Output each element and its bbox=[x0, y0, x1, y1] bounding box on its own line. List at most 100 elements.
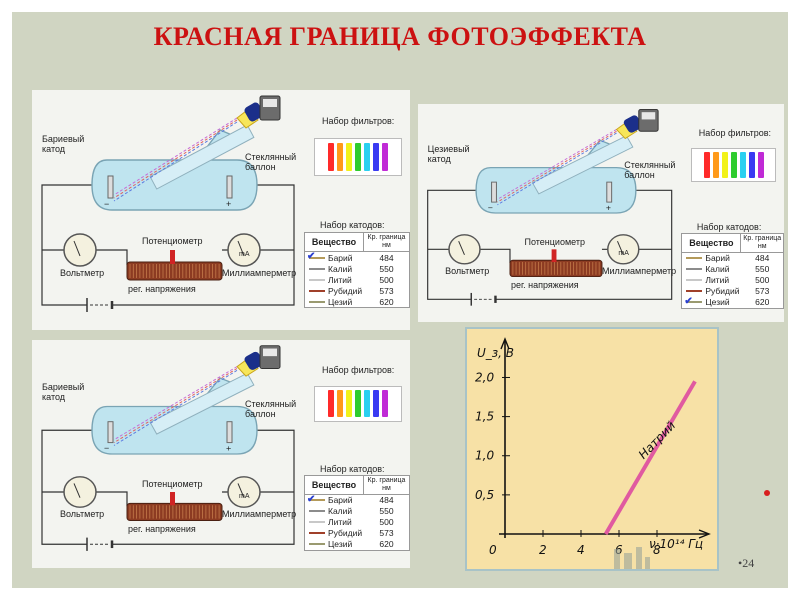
wire-left bbox=[427, 189, 486, 300]
cathode-wavelength: 500 bbox=[755, 275, 770, 286]
cathode-swatch bbox=[686, 257, 703, 260]
filter-swatch[interactable] bbox=[703, 152, 710, 178]
cathode-swatch bbox=[686, 268, 703, 271]
apparatus-drawing: −+ bbox=[41, 95, 295, 312]
filter-swatch[interactable] bbox=[355, 390, 361, 417]
filter-swatch[interactable] bbox=[337, 143, 343, 171]
cathode-label: Цезиевый катод bbox=[427, 143, 470, 164]
red-dot bbox=[764, 490, 770, 496]
filter-swatch[interactable] bbox=[328, 143, 334, 171]
potentiometer-coil bbox=[126, 502, 223, 521]
cathode-swatch bbox=[309, 510, 325, 513]
potentiometer-slider bbox=[170, 250, 175, 264]
filter-swatch[interactable] bbox=[757, 152, 764, 178]
filter-set bbox=[691, 147, 777, 183]
filter-swatch[interactable] bbox=[382, 143, 388, 171]
filter-swatch[interactable] bbox=[364, 143, 370, 171]
filter-swatch[interactable] bbox=[712, 152, 719, 178]
cathode-plate bbox=[491, 181, 497, 203]
cathode-name: Барий bbox=[328, 495, 353, 506]
milliammeter-dial bbox=[227, 233, 261, 267]
cathode-swatch bbox=[309, 256, 325, 259]
filter-swatch[interactable] bbox=[364, 390, 370, 417]
filter-swatch[interactable] bbox=[373, 390, 379, 417]
cathode-wavelength: 550 bbox=[379, 506, 394, 517]
filter-swatch[interactable] bbox=[328, 390, 334, 417]
filter-swatch[interactable] bbox=[337, 390, 343, 417]
table-row[interactable]: Рубидий 573 bbox=[305, 528, 409, 539]
meter-needle bbox=[73, 240, 81, 257]
cathode-name: Барий bbox=[328, 252, 353, 263]
filter-swatch[interactable] bbox=[739, 152, 746, 178]
cathode-name: Калий bbox=[328, 263, 353, 274]
filters-label: Набор фильтров: bbox=[322, 364, 395, 375]
apparatus-drawing: −+ bbox=[427, 108, 673, 306]
milliammeter-dial bbox=[607, 234, 640, 265]
meter-needle bbox=[617, 240, 624, 255]
potentiometer-label: Потенциометр bbox=[142, 236, 203, 246]
watermark-icon bbox=[614, 547, 650, 569]
filter-swatch[interactable] bbox=[355, 143, 361, 171]
light-ray bbox=[113, 117, 238, 196]
cathode-swatch bbox=[309, 499, 325, 502]
cathodes-label: Набор катодов: bbox=[320, 220, 385, 230]
anode-plate bbox=[226, 175, 233, 199]
filter-swatch[interactable] bbox=[721, 152, 728, 178]
milliammeter-label: Миллиамперметр bbox=[222, 509, 297, 520]
cathode-label: Бариевый катод bbox=[42, 134, 85, 154]
regulator-label: рег. напряжения bbox=[128, 284, 196, 294]
cathode-name: Литий bbox=[328, 517, 352, 528]
milliammeter-dial bbox=[227, 476, 261, 508]
meter-needle bbox=[73, 483, 81, 498]
filter-swatch[interactable] bbox=[373, 143, 379, 171]
filter-swatch[interactable] bbox=[346, 143, 352, 171]
series-line-sodium bbox=[603, 380, 697, 536]
cathode-wavelength: 573 bbox=[379, 528, 394, 539]
slide-title: КРАСНАЯ ГРАНИЦА ФОТОЭФФЕКТА bbox=[153, 22, 647, 51]
voltmeter-label: Вольтметр bbox=[445, 265, 490, 276]
light-meter-screen bbox=[263, 99, 277, 107]
y-tick-label: 1,5 bbox=[475, 410, 494, 424]
y-tick-label: 0,5 bbox=[475, 488, 494, 502]
y-tick-label: 2,0 bbox=[475, 370, 494, 384]
filter-swatch[interactable] bbox=[730, 152, 737, 178]
minus-sign: − bbox=[104, 443, 109, 453]
filter-swatch[interactable] bbox=[346, 390, 352, 417]
filter-swatch[interactable] bbox=[382, 390, 388, 417]
anode-plate bbox=[606, 181, 613, 203]
filter-swatch[interactable] bbox=[748, 152, 755, 178]
plus-sign: + bbox=[606, 203, 611, 213]
wire-right bbox=[495, 189, 673, 300]
plus-sign: + bbox=[226, 199, 231, 209]
light-ray bbox=[113, 370, 238, 446]
cathode-swatch bbox=[686, 279, 703, 282]
cathode-swatch bbox=[686, 301, 703, 304]
col-substance: Вещество bbox=[682, 233, 742, 252]
cathode-wavelength: 620 bbox=[379, 296, 394, 307]
cathode-name: Рубидий bbox=[328, 528, 363, 539]
meter-needle bbox=[237, 240, 245, 257]
cathode-swatch bbox=[309, 278, 325, 281]
filter-set bbox=[314, 138, 402, 176]
cathode-swatch bbox=[309, 521, 325, 524]
cathode-label: Бариевый катод bbox=[42, 381, 85, 402]
cathodes-label: Набор катодов: bbox=[696, 222, 762, 233]
